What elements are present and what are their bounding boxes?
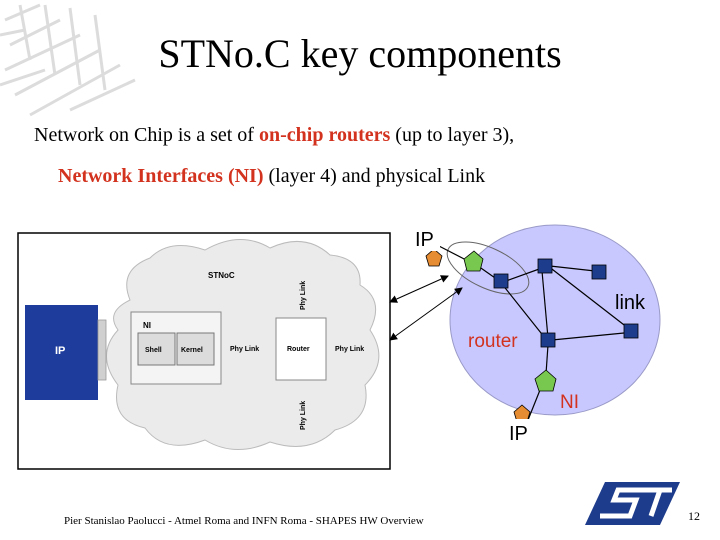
zoom-arrows bbox=[389, 275, 463, 341]
kernel-label: Kernel bbox=[181, 347, 203, 354]
zoom-arrow-lower bbox=[389, 287, 463, 341]
link-r1-r2 bbox=[505, 267, 543, 282]
ni-node-bottom bbox=[534, 369, 557, 392]
shell-box bbox=[137, 332, 176, 366]
router-node-3 bbox=[591, 264, 607, 280]
kernel-box bbox=[176, 332, 215, 366]
page-number: 12 bbox=[688, 509, 700, 523]
router-node-1 bbox=[493, 273, 509, 289]
link-r2-r3 bbox=[549, 265, 596, 272]
link-ni2-ip bbox=[527, 389, 541, 421]
phy-link-v-bottom-label: Phy Link bbox=[300, 401, 307, 430]
footer-text: Pier Stanislao Paolucci - Atmel Roma and… bbox=[64, 515, 424, 527]
ip-block-label: IP bbox=[55, 345, 65, 357]
link-label: link bbox=[615, 292, 646, 314]
line1-highlight: on-chip routers bbox=[258, 124, 391, 146]
link-r5-ni2 bbox=[545, 344, 549, 375]
line2-text-b: (layer 4) and physical Link bbox=[263, 165, 486, 187]
router-label: Router bbox=[287, 346, 310, 353]
link-r2-r5 bbox=[541, 270, 549, 339]
ip-node-top bbox=[425, 248, 443, 267]
st-logo-letters bbox=[600, 487, 672, 519]
phy-link-v-top-label: Phy Link bbox=[300, 281, 307, 310]
ip-block bbox=[25, 305, 98, 400]
stnoc-cloud bbox=[106, 239, 380, 451]
highlight-ellipse bbox=[446, 241, 530, 295]
ip-top-label: IP bbox=[415, 229, 434, 251]
zoom-arrow-upper bbox=[389, 275, 449, 303]
network-area bbox=[449, 224, 661, 416]
link-r1-r5 bbox=[501, 283, 546, 339]
link-r2-r4 bbox=[547, 265, 629, 329]
phy-link-h2-label: Phy Link bbox=[335, 346, 364, 353]
line1-text-b: (up to layer 3), bbox=[390, 124, 515, 146]
shell-label: Shell bbox=[145, 347, 162, 354]
network-topology: IP link router NI IP bbox=[412, 224, 661, 445]
body-line-2: Network Interfaces (NI) (layer 4) and ph… bbox=[58, 165, 485, 188]
body-line-1: Network on Chip is a set of on-chip rout… bbox=[34, 124, 514, 147]
ni-network-label: NI bbox=[560, 392, 579, 413]
router-box bbox=[275, 317, 327, 381]
router-network-label: router bbox=[468, 331, 518, 352]
page-title: STNo.C key components bbox=[158, 31, 562, 76]
line1-text-a: Network on Chip is a set of bbox=[34, 124, 259, 146]
ip-bottom-label: IP bbox=[509, 423, 528, 445]
router-node-5 bbox=[540, 332, 556, 348]
router-node-2 bbox=[537, 258, 553, 274]
line2-highlight: Network Interfaces (NI) bbox=[58, 165, 264, 187]
st-logo bbox=[585, 482, 680, 525]
ip-connector bbox=[97, 319, 107, 381]
stnoc-label: STNoC bbox=[208, 271, 235, 280]
stnoc-architecture: IP STNoC NI Shell Kernel Phy Link Router… bbox=[17, 232, 391, 470]
ip-top-label-bg bbox=[412, 227, 440, 251]
ni-node-top bbox=[463, 250, 484, 272]
link-r5-r4 bbox=[551, 332, 625, 341]
router-node-4 bbox=[623, 323, 639, 339]
ip-bottom-label-bg bbox=[505, 419, 539, 445]
network-links bbox=[436, 244, 629, 421]
phy-link-h1-label: Phy Link bbox=[230, 346, 259, 353]
ni-box-label: NI bbox=[143, 321, 151, 330]
corner-pattern bbox=[0, 3, 136, 117]
